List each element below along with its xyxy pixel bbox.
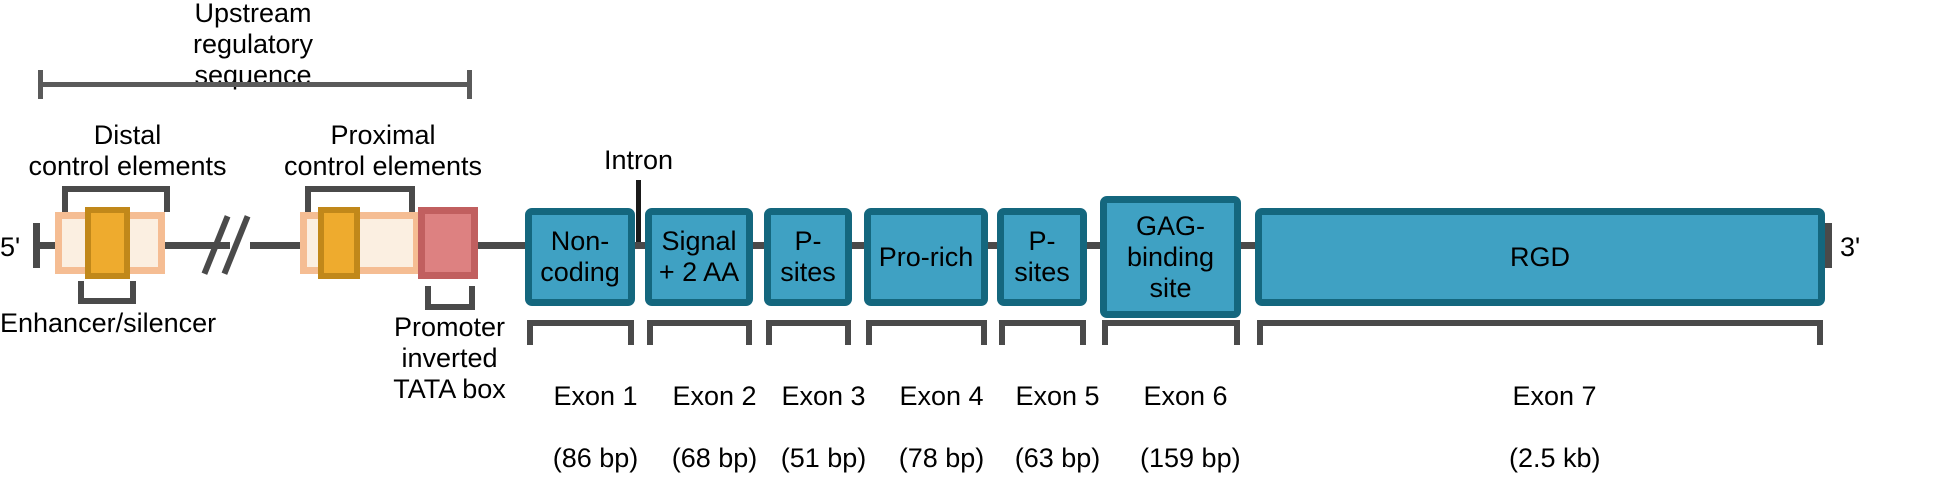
exon-caption-5-size: (63 bp)	[1014, 443, 1101, 473]
exon-caption-2-size: (68 bp)	[671, 443, 758, 473]
backbone-segment-break-to-proximal	[250, 242, 310, 249]
exon-caption-7-name: Exon 7	[1512, 381, 1597, 411]
three-prime-label: 3'	[1840, 232, 1861, 262]
exon-caption-1-name: Exon 1	[553, 381, 638, 411]
proximal-control-element-core	[318, 207, 360, 279]
promoter-label: Promoter inverted TATA box	[393, 312, 506, 404]
intron-pointer-line	[636, 180, 641, 248]
exon-caption-4: Exon 4 (78 bp)	[866, 350, 987, 501]
exon-caption-5: Exon 5 (63 bp)	[982, 350, 1103, 501]
exon-bracket-3	[766, 320, 851, 345]
upstream-span-bar	[40, 82, 472, 87]
proximal-control-elements-label: Proximal control elements	[283, 120, 483, 181]
proximal-control-elements-bracket	[305, 186, 415, 212]
exon-caption-6-size: (159 bp)	[1140, 443, 1241, 473]
upstream-regulatory-sequence-label: Upstream regulatory sequence	[192, 0, 314, 90]
exon-caption-3: Exon 3 (51 bp)	[748, 350, 869, 501]
exon-caption-3-size: (51 bp)	[780, 443, 867, 473]
exon-caption-2-name: Exon 2	[672, 381, 757, 411]
exon-bracket-6	[1102, 320, 1240, 345]
distal-control-element-core	[85, 207, 130, 279]
exon-caption-5-name: Exon 5	[1015, 381, 1100, 411]
distal-control-elements-label: Distal control elements	[28, 120, 227, 181]
exon-box-1: Non- coding	[525, 208, 635, 306]
enhancer-silencer-label: Enhancer/silencer	[0, 308, 217, 338]
exon-bracket-5	[999, 320, 1086, 345]
promoter-tata-box	[418, 207, 478, 279]
exon-box-5: P- sites	[997, 208, 1087, 306]
exon-box-7: RGD	[1255, 208, 1825, 306]
backbone-segment-distal-to-break	[160, 242, 230, 249]
exon-bracket-7	[1257, 320, 1823, 345]
upstream-span-tick-left	[38, 70, 43, 99]
intron-label: Intron	[604, 145, 674, 175]
exon-caption-3-name: Exon 3	[781, 381, 866, 411]
exon-box-6: GAG- binding site	[1100, 196, 1241, 318]
exon-box-3: P- sites	[764, 208, 852, 306]
five-prime-label: 5'	[0, 232, 21, 262]
exon-bracket-2	[647, 320, 752, 345]
exon-caption-4-name: Exon 4	[899, 381, 984, 411]
enhancer-silencer-bracket	[78, 281, 136, 304]
exon-bracket-1	[527, 320, 634, 345]
exon-bracket-4	[866, 320, 987, 345]
exon-caption-1-size: (86 bp)	[552, 443, 639, 473]
distal-control-elements-bracket	[62, 186, 170, 212]
three-prime-endcap	[1825, 223, 1832, 268]
exon-caption-6: Exon 6 (159 bp)	[1110, 350, 1241, 501]
exon-caption-6-name: Exon 6	[1143, 381, 1228, 411]
exon-box-2: Signal + 2 AA	[645, 208, 753, 306]
exon-caption-7: Exon 7 (2.5 kb)	[1479, 350, 1601, 501]
backbone-segment-5prime	[33, 242, 63, 249]
upstream-span-tick-right	[467, 70, 472, 99]
exon-caption-1: Exon 1 (86 bp)	[520, 350, 641, 501]
exon-caption-2: Exon 2 (68 bp)	[639, 350, 760, 501]
exon-caption-7-size: (2.5 kb)	[1509, 443, 1601, 473]
promoter-bracket	[425, 286, 475, 310]
exon-caption-4-size: (78 bp)	[898, 443, 985, 473]
exon-box-4: Pro-rich	[864, 208, 988, 306]
